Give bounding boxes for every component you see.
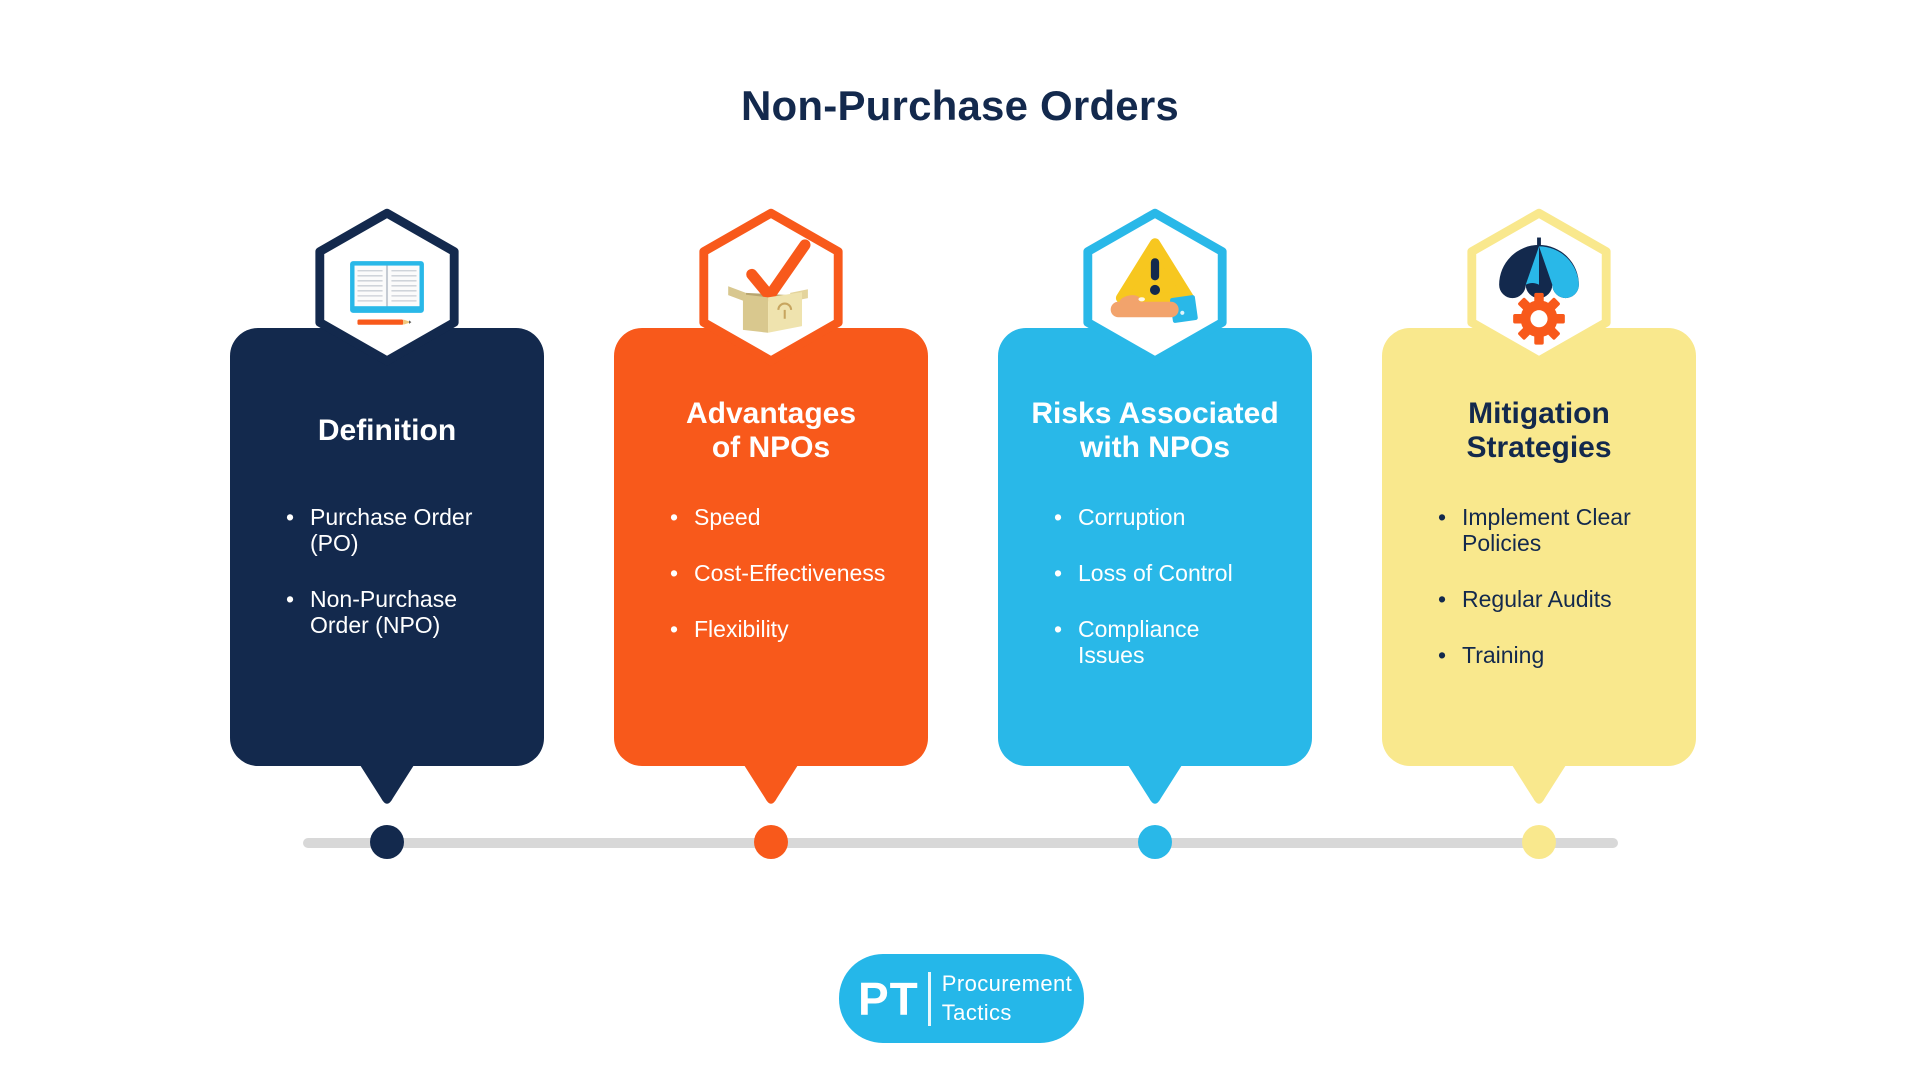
card-definition: Definition • Purchase Order (PO) • Non-P… xyxy=(230,208,544,804)
bullet-text: Implement Clear Policies xyxy=(1462,504,1631,556)
logo-name-line2: Tactics xyxy=(941,999,1012,1025)
card-title: Advantages of NPOs xyxy=(685,397,857,464)
bullet-text: Non-Purchase Order (NPO) xyxy=(310,586,458,638)
bullet-dot: • xyxy=(1054,504,1063,530)
card-pointer xyxy=(1512,765,1566,804)
bullet-item: • Corruption xyxy=(1054,504,1290,530)
bullet-item: • Compliance Issues xyxy=(1054,616,1290,668)
page-title: Non-Purchase Orders xyxy=(741,82,1179,129)
bullet-item: • Purchase Order (PO) xyxy=(286,504,522,556)
bullet-dot: • xyxy=(286,586,295,612)
card-pointer xyxy=(1128,765,1182,804)
bullet-dot: • xyxy=(670,504,679,530)
logo-divider xyxy=(927,971,931,1026)
card-title: Risks Associated with NPOs xyxy=(1031,397,1279,464)
bullet-dot: • xyxy=(286,504,295,530)
logo-name-line1: Procurement xyxy=(941,970,1073,996)
bullet-text: Cost-Effectiveness xyxy=(694,560,886,586)
bullet-dot: • xyxy=(1438,642,1447,668)
bullet-list: • Implement Clear Policies • Regular Aud… xyxy=(1438,504,1674,668)
bullet-text: Purchase Order (PO) xyxy=(310,504,473,556)
bullet-text: Compliance Issues xyxy=(1078,616,1200,668)
timeline-dot-advantages xyxy=(754,825,788,859)
box-check-icon xyxy=(699,208,843,366)
card-pointer xyxy=(360,765,414,804)
bullet-item: • Implement Clear Policies xyxy=(1438,504,1674,556)
timeline-dot-mitigation xyxy=(1522,825,1556,859)
card-risks: Risks Associated with NPOs • Corruption … xyxy=(998,208,1312,804)
bullet-text: Training xyxy=(1462,642,1545,668)
card-pointer xyxy=(744,765,798,804)
bullet-text: Speed xyxy=(694,504,761,530)
bullet-item: • Speed xyxy=(670,504,906,530)
bullet-list: • Corruption • Loss of Control • Complia… xyxy=(1054,504,1290,668)
timeline-line xyxy=(303,838,1618,848)
bullet-dot: • xyxy=(1054,616,1063,642)
logo: PT Procurement Tactics xyxy=(839,954,1084,1043)
timeline-dot-definition xyxy=(370,825,404,859)
bullet-dot: • xyxy=(1054,560,1063,586)
hand-warning-icon xyxy=(1083,208,1227,366)
bullet-dot: • xyxy=(1438,586,1447,612)
bullet-text: Corruption xyxy=(1078,504,1186,530)
timeline-dot-risks xyxy=(1138,825,1172,859)
bullet-dot: • xyxy=(670,560,679,586)
bullet-text: Loss of Control xyxy=(1078,560,1233,586)
bullet-item: • Training xyxy=(1438,642,1674,668)
bullet-item: • Cost-Effectiveness xyxy=(670,560,906,586)
bullet-list: • Purchase Order (PO) • Non-Purchase Ord… xyxy=(286,504,522,638)
bullet-list: • Speed • Cost-Effectiveness • Flexibili… xyxy=(670,504,906,642)
card-title: Mitigation Strategies xyxy=(1466,397,1612,464)
card-advantages: Advantages of NPOs • Speed • Cost-Effect… xyxy=(614,208,928,804)
bullet-item: • Non-Purchase Order (NPO) xyxy=(286,586,522,638)
bullet-item: • Flexibility xyxy=(670,616,906,642)
bullet-dot: • xyxy=(670,616,679,642)
bullet-text: Regular Audits xyxy=(1462,586,1612,612)
logo-name: Procurement Tactics xyxy=(942,970,1072,1027)
card-mitigation: Mitigation Strategies • Implement Clear … xyxy=(1382,208,1696,804)
card-title: Definition xyxy=(317,414,457,448)
bullet-item: • Regular Audits xyxy=(1438,586,1674,612)
bullet-dot: • xyxy=(1438,504,1447,530)
bullet-text: Flexibility xyxy=(694,616,789,642)
bullet-item: • Loss of Control xyxy=(1054,560,1290,586)
book-icon xyxy=(315,208,459,366)
umbrella-gear-icon xyxy=(1467,208,1611,366)
logo-abbr: PT xyxy=(858,972,919,1025)
